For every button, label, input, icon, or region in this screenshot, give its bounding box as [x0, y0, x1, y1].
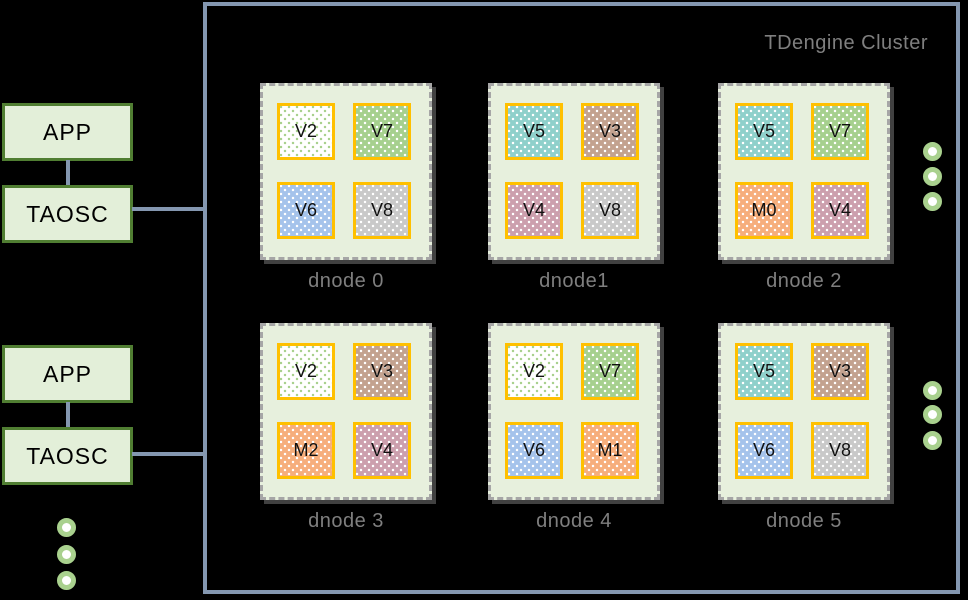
- dnode-4-label: dnode 4: [536, 510, 612, 532]
- ellipsis-dot-icon: [57, 518, 76, 537]
- ellipsis-dot-icon: [57, 545, 76, 564]
- dnode-0-label: dnode 0: [308, 270, 384, 292]
- vnode-label: V4: [370, 440, 394, 460]
- ellipsis-dot-icon: [923, 431, 942, 450]
- connector-app1-taosc1: [66, 160, 70, 186]
- vnode-label: V8: [370, 200, 394, 220]
- dnode-0: V2 V7 V6 V8 dnode 0: [260, 83, 432, 293]
- vnode-label: V2: [294, 361, 318, 381]
- vnode-label: V7: [370, 121, 394, 141]
- connector-taosc1-cluster: [132, 207, 205, 211]
- app-box-1-label: APP: [42, 118, 93, 145]
- ellipsis-dot-icon: [57, 571, 76, 590]
- vnode-tile: V5: [735, 103, 793, 160]
- dnode-4-box: V2 V7 V6 M1: [488, 323, 660, 500]
- tdengine-cluster-box: TDengine Cluster: [203, 2, 960, 594]
- dnode-3-label: dnode 3: [308, 510, 384, 532]
- vnode-tile: V5: [735, 343, 793, 400]
- vnode-tile: V5: [505, 103, 563, 160]
- vnode-label: M2: [293, 440, 319, 460]
- dnode-3-box: V2 V3 M2 V4: [260, 323, 432, 500]
- vnode-tile: V7: [353, 103, 411, 160]
- dnode-1-label: dnode1: [539, 270, 609, 292]
- vnode-label: V4: [522, 200, 546, 220]
- taosc-box-1-label: TAOSC: [26, 200, 109, 227]
- vnode-tile: V7: [811, 103, 869, 160]
- vnode-tile: V8: [353, 182, 411, 239]
- vnode-label: V6: [522, 440, 546, 460]
- vnode-label: V6: [752, 440, 776, 460]
- taosc-box-2: TAOSC: [2, 427, 133, 485]
- app-box-2: APP: [2, 345, 133, 403]
- dnode-1: V5 V3 V4 V8 dnode1: [488, 83, 660, 293]
- vnode-label: V7: [598, 361, 622, 381]
- vnode-label: V3: [598, 121, 622, 141]
- vnode-tile: M1: [581, 422, 639, 479]
- ellipsis-dot-icon: [923, 192, 942, 211]
- ellipsis-dot-icon: [923, 167, 942, 186]
- vnode-tile: M0: [735, 182, 793, 239]
- ellipsis-dot-icon: [923, 381, 942, 400]
- vnode-tile: V8: [811, 422, 869, 479]
- vnode-label: V5: [522, 121, 546, 141]
- vnode-tile: V2: [277, 103, 335, 160]
- vnode-label: V5: [752, 361, 776, 381]
- vnode-tile: V3: [811, 343, 869, 400]
- vnode-label: V3: [370, 361, 394, 381]
- dnode-1-box: V5 V3 V4 V8: [488, 83, 660, 260]
- connector-taosc2-cluster: [132, 452, 205, 456]
- vnode-label: V3: [828, 361, 852, 381]
- vnode-tile: M2: [277, 422, 335, 479]
- vnode-label: V8: [598, 200, 622, 220]
- dnode-0-box: V2 V7 V6 V8: [260, 83, 432, 260]
- vnode-tile: V6: [277, 182, 335, 239]
- vnode-tile: V3: [581, 103, 639, 160]
- vnode-tile: V2: [277, 343, 335, 400]
- dnode-3: V2 V3 M2 V4 dnode 3: [260, 323, 432, 533]
- taosc-box-1: TAOSC: [2, 185, 133, 243]
- dnode-2-box: V5 V7 M0 V4: [718, 83, 890, 260]
- vnode-tile: V8: [581, 182, 639, 239]
- vnode-label: M1: [597, 440, 623, 460]
- vnode-label: V4: [828, 200, 852, 220]
- dnode-2: V5 V7 M0 V4 dnode 2: [718, 83, 890, 293]
- connector-app2-taosc2: [66, 402, 70, 428]
- vnode-tile: V7: [581, 343, 639, 400]
- vnode-tile: V4: [811, 182, 869, 239]
- vnode-tile: V6: [735, 422, 793, 479]
- dnode-5-label: dnode 5: [766, 510, 842, 532]
- vnode-label: M0: [751, 200, 777, 220]
- vnode-label: V2: [522, 361, 546, 381]
- vnode-tile: V4: [505, 182, 563, 239]
- vnode-tile: V6: [505, 422, 563, 479]
- cluster-title: TDengine Cluster: [764, 32, 928, 54]
- vnode-tile: V2: [505, 343, 563, 400]
- app-box-1: APP: [2, 103, 133, 161]
- dnode-5: V5 V3 V6 V8 dnode 5: [718, 323, 890, 533]
- dnode-4: V2 V7 V6 M1 dnode 4: [488, 323, 660, 533]
- vnode-label: V2: [294, 121, 318, 141]
- taosc-box-2-label: TAOSC: [26, 442, 109, 469]
- vnode-tile: V4: [353, 422, 411, 479]
- vnode-tile: V3: [353, 343, 411, 400]
- dnode-5-box: V5 V3 V6 V8: [718, 323, 890, 500]
- dnode-2-label: dnode 2: [766, 270, 842, 292]
- vnode-label: V6: [294, 200, 318, 220]
- vnode-label: V8: [828, 440, 852, 460]
- vnode-label: V7: [828, 121, 852, 141]
- ellipsis-dot-icon: [923, 142, 942, 161]
- app-box-2-label: APP: [42, 360, 93, 387]
- vnode-label: V5: [752, 121, 776, 141]
- ellipsis-dot-icon: [923, 405, 942, 424]
